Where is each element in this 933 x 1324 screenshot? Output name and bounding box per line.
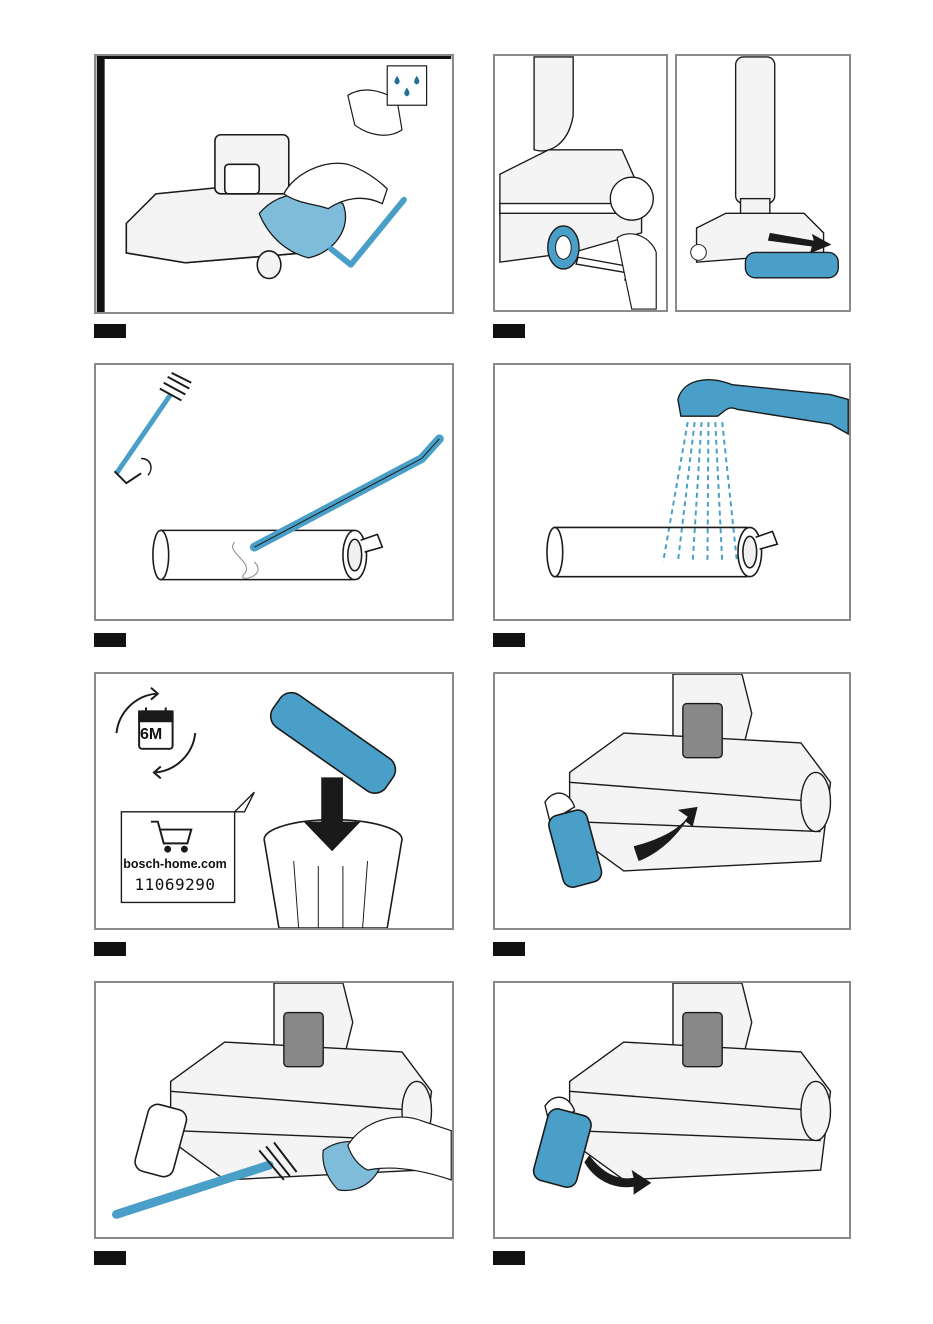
panel-brush-roller xyxy=(94,363,454,621)
roller xyxy=(531,1107,593,1190)
step-marker xyxy=(493,1251,525,1265)
panel-insert-roller xyxy=(493,672,851,930)
step-marker xyxy=(493,942,525,956)
roller xyxy=(547,527,777,576)
panel-wipe-housing xyxy=(94,54,454,314)
brush-tool-small xyxy=(115,373,192,483)
step-marker xyxy=(493,324,525,338)
website-url: bosch-home.com xyxy=(117,857,233,871)
step-marker xyxy=(94,324,126,338)
hand xyxy=(284,163,387,208)
faucet xyxy=(678,380,848,434)
roller xyxy=(133,1102,189,1179)
step-marker xyxy=(493,633,525,647)
panel-rinse-roller xyxy=(493,363,851,621)
step-marker xyxy=(94,1251,126,1265)
panel-remove-roller-left xyxy=(493,54,668,312)
panel-clean-roller-bay xyxy=(94,981,454,1239)
panel-roll-in-roller xyxy=(493,981,851,1239)
brush-tool xyxy=(116,1165,269,1214)
roller xyxy=(745,252,838,277)
order-info: bosch-home.com 11069290 xyxy=(117,811,233,903)
replacement-interval: 6M xyxy=(140,726,162,744)
water-stream xyxy=(663,422,737,562)
panel-remove-roller-right xyxy=(675,54,851,312)
step-marker xyxy=(94,942,126,956)
part-number: 11069290 xyxy=(117,875,233,894)
step-marker xyxy=(94,633,126,647)
water-drops-icon xyxy=(348,66,427,135)
